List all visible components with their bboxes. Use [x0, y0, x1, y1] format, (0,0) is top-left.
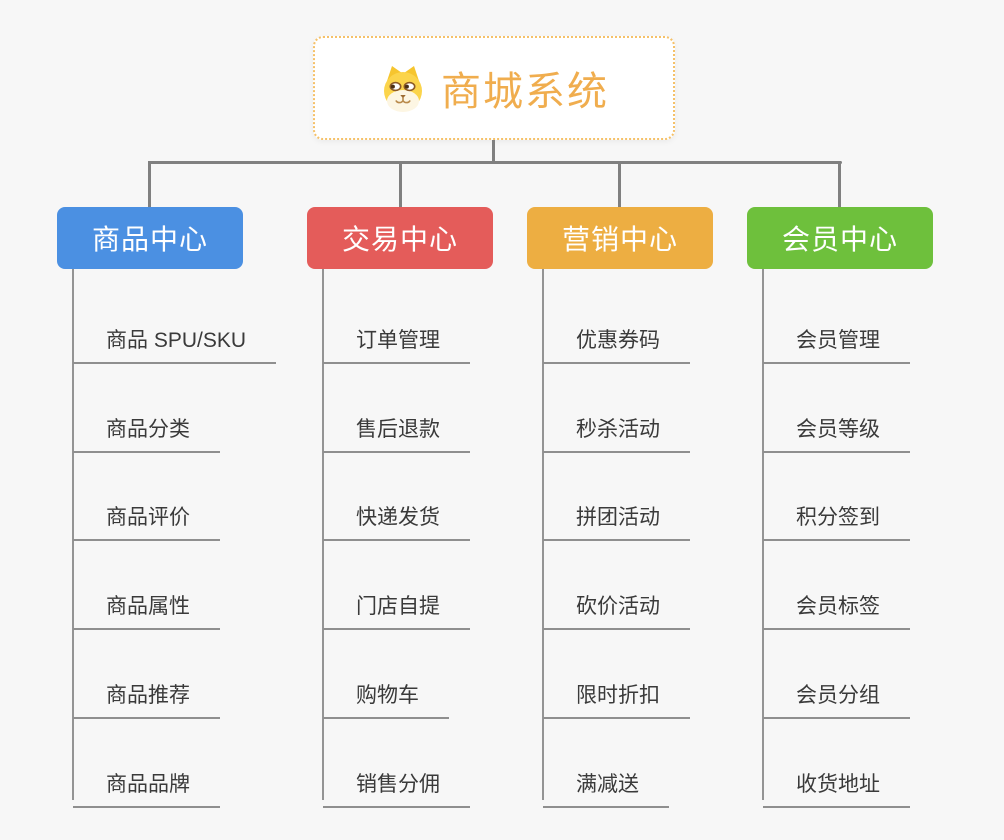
branch-drop-line [399, 161, 402, 207]
branch-node-product-center[interactable]: 商品中心 [57, 207, 243, 269]
branch-spine-line [322, 269, 324, 800]
leaf-item[interactable]: 商品推荐 [73, 669, 220, 719]
leaf-item[interactable]: 售后退款 [323, 403, 470, 453]
root-stem-line [492, 140, 495, 163]
leaf-item[interactable]: 销售分佣 [323, 758, 470, 808]
leaf-item[interactable]: 购物车 [323, 669, 449, 719]
branch-node-trade-center[interactable]: 交易中心 [307, 207, 493, 269]
branch-drop-line [838, 161, 841, 207]
branch-rail-line [148, 161, 842, 164]
branch-node-member-center[interactable]: 会员中心 [747, 207, 933, 269]
leaf-item[interactable]: 快递发货 [323, 491, 470, 541]
leaf-item[interactable]: 收货地址 [763, 758, 910, 808]
branch-spine-line [762, 269, 764, 800]
root-title: 商城系统 [441, 70, 609, 114]
leaf-item[interactable]: 商品品牌 [73, 758, 220, 808]
leaf-item[interactable]: 商品分类 [73, 403, 220, 453]
leaf-item[interactable]: 满减送 [543, 758, 669, 808]
branch-spine-line [72, 269, 74, 800]
branch-drop-line [148, 161, 151, 207]
root-node[interactable]: 商城系统 [313, 36, 675, 140]
leaf-item[interactable]: 会员标签 [763, 580, 910, 630]
leaf-item[interactable]: 门店自提 [323, 580, 470, 630]
leaf-item[interactable]: 优惠券码 [543, 314, 690, 364]
leaf-item[interactable]: 砍价活动 [543, 580, 690, 630]
leaf-item[interactable]: 积分签到 [763, 491, 910, 541]
branch-drop-line [618, 161, 621, 207]
leaf-item[interactable]: 限时折扣 [543, 669, 690, 719]
leaf-item[interactable]: 会员分组 [763, 669, 910, 719]
leaf-item[interactable]: 商品评价 [73, 491, 220, 541]
leaf-item[interactable]: 秒杀活动 [543, 403, 690, 453]
leaf-item[interactable]: 会员等级 [763, 403, 910, 453]
leaf-item[interactable]: 商品 SPU/SKU [73, 314, 277, 364]
leaf-item[interactable]: 会员管理 [763, 314, 910, 364]
leaf-item[interactable]: 订单管理 [323, 314, 470, 364]
leaf-item[interactable]: 拼团活动 [543, 491, 690, 541]
leaf-item[interactable]: 商品属性 [73, 580, 220, 630]
dog-face-icon [379, 64, 427, 112]
branch-spine-line [542, 269, 544, 800]
branch-node-marketing-center[interactable]: 营销中心 [527, 207, 713, 269]
